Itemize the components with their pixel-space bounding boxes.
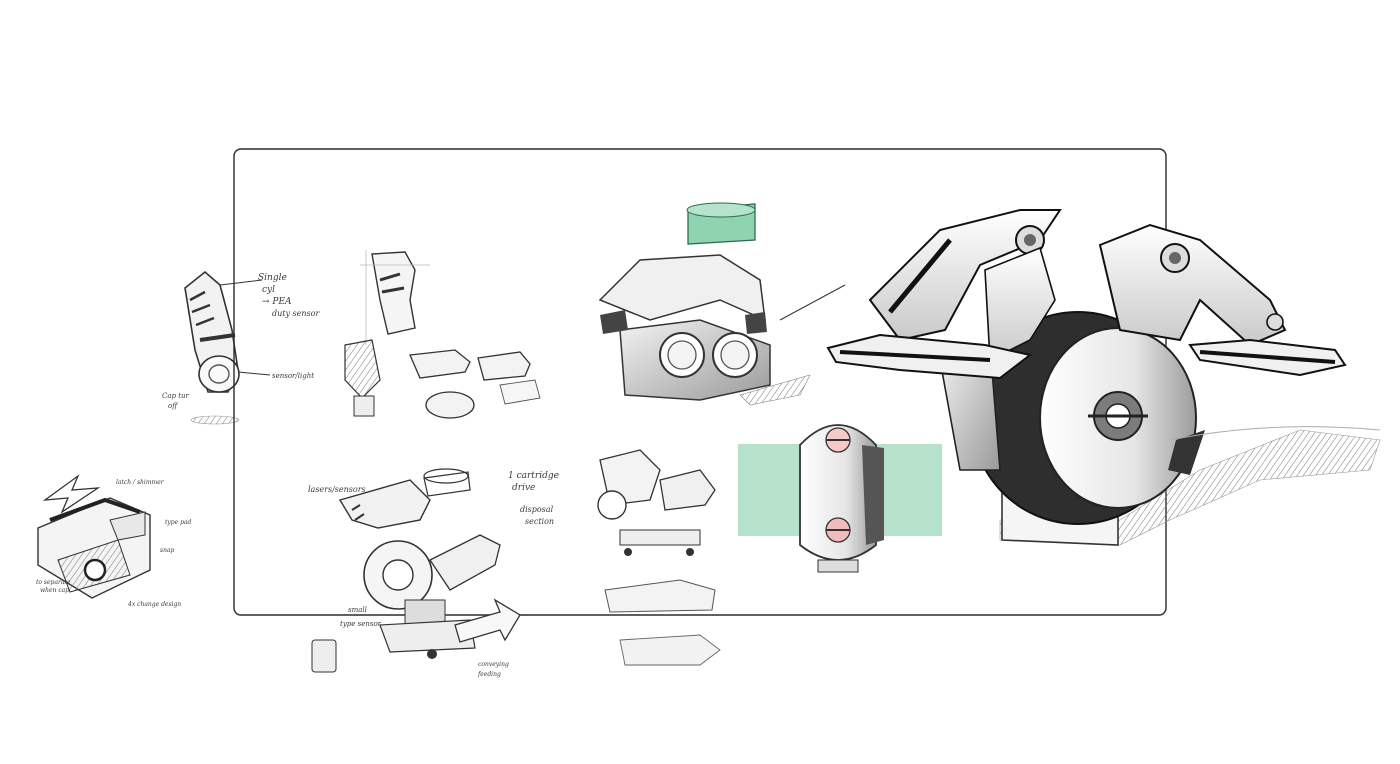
handle-sketch [184, 270, 271, 425]
note-disposal: disposal [520, 505, 554, 514]
robot-head-sketch [598, 202, 846, 406]
note-small: small [348, 606, 367, 614]
conveyor-sketch [37, 474, 151, 599]
note-handle-duty: duty sensor [272, 309, 320, 318]
note-bottom-type: type sensor [340, 620, 382, 628]
note-bottom-control: conveying [478, 661, 509, 668]
cartridge-detail-sketch [344, 250, 541, 419]
note-snap: snap [160, 547, 175, 554]
note-lasers: lasers/sensors [308, 485, 366, 494]
robot-cart-sketch [311, 468, 521, 673]
note-cap-left: Cap tur [162, 392, 190, 400]
note-cartridge-1: 1 cartridge [508, 471, 559, 481]
robot-rail-sketch [597, 449, 721, 666]
note-latch: latch / shimmer [116, 479, 165, 486]
note-type-pad: type pad [165, 519, 192, 526]
note-handle-pea: → PEA [262, 297, 292, 307]
capsule-module-sketch [799, 424, 884, 573]
note-handle-single: Single [258, 273, 287, 283]
floor-stroke [1169, 426, 1381, 441]
note-cap-left-2: off [168, 402, 178, 410]
note-sensor-light: sensor/light [272, 372, 314, 380]
note-disposal-2: section [525, 517, 554, 526]
note-left-2: when cap [40, 587, 69, 594]
note-bottom-feeding: feeding [477, 671, 501, 678]
note-handle-cyl: cyl [262, 285, 275, 295]
note-cartridge-2: drive [512, 483, 535, 493]
note-cartridge-design: 4x change design [127, 601, 181, 608]
main-robot-rendering [826, 209, 1381, 546]
note-left-1: to separate [36, 579, 71, 586]
